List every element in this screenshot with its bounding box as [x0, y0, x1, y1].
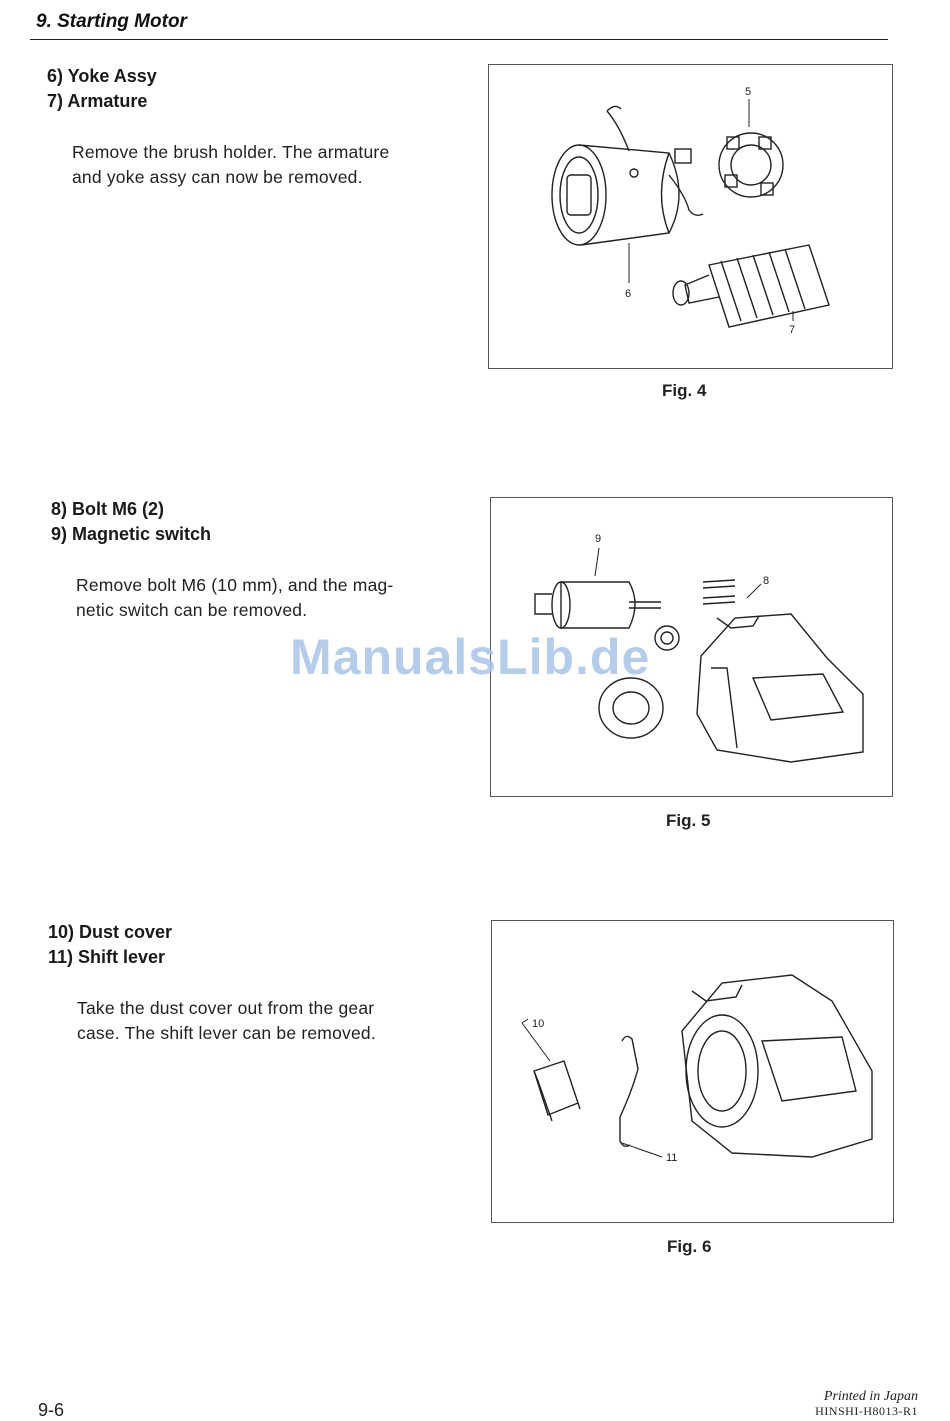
- section-heading: 7) Armature: [47, 91, 148, 111]
- figure-5-caption: Fig. 5: [666, 811, 711, 830]
- section-body-line: Remove the brush holder. The armature: [72, 142, 390, 162]
- header-divider: [30, 39, 888, 40]
- section-heading: 8) Bolt M6 (2): [51, 499, 165, 519]
- figure-label: 6: [625, 288, 631, 300]
- section-body-line: case. The shift lever can be removed.: [77, 1023, 376, 1043]
- section-yoke-armature: 6) Yoke Assy 7) Armature Remove the brus…: [47, 64, 447, 190]
- figure-label: 5: [745, 86, 751, 98]
- figure-4-illustration: 5 6 7: [551, 86, 830, 336]
- watermark: ManualsLib.de: [290, 629, 651, 685]
- figure-6-box: 10 11: [491, 920, 894, 1223]
- page-header-title: 9. Starting Motor: [36, 11, 187, 32]
- figure-label: 9: [595, 533, 601, 545]
- document-code: HINSHI-H8013-R1: [815, 1404, 918, 1418]
- figure-6-illustration: 10 11: [521, 974, 873, 1164]
- figure-label: 8: [763, 575, 769, 587]
- page-number: 9-6: [38, 1400, 65, 1420]
- figure-label: 10: [532, 1018, 544, 1030]
- footer-imprint: Printed in Japan HINSHI-H8013-R1: [815, 1389, 918, 1419]
- figure-label: 7: [789, 324, 795, 336]
- figure-6-caption: Fig. 6: [667, 1237, 712, 1256]
- section-body-line: and yoke assy can now be removed.: [72, 167, 363, 187]
- figure-label: 11: [666, 1152, 677, 1164]
- figure-4-caption: Fig. 4: [662, 381, 707, 400]
- section-heading: 11) Shift lever: [48, 947, 166, 967]
- figure-4-box: 5 6 7: [488, 64, 893, 369]
- section-heading: 9) Magnetic switch: [51, 524, 212, 544]
- section-body-line: netic switch can be removed.: [76, 600, 308, 620]
- section-body-line: Take the dust cover out from the gear: [77, 998, 375, 1018]
- section-dust-cover-shift-lever: 10) Dust cover 11) Shift lever Take the …: [48, 920, 458, 1046]
- printed-note: Printed in Japan: [823, 1389, 918, 1404]
- section-body-line: Remove bolt M6 (10 mm), and the mag-: [76, 575, 394, 595]
- section-heading: 6) Yoke Assy: [47, 66, 157, 86]
- section-bolt-magnetic-switch: 8) Bolt M6 (2) 9) Magnetic switch Remove…: [51, 497, 451, 623]
- section-heading: 10) Dust cover: [48, 922, 173, 942]
- figure-5-illustration: 9 8: [534, 533, 864, 763]
- figure-5-box: 9 8: [490, 497, 893, 797]
